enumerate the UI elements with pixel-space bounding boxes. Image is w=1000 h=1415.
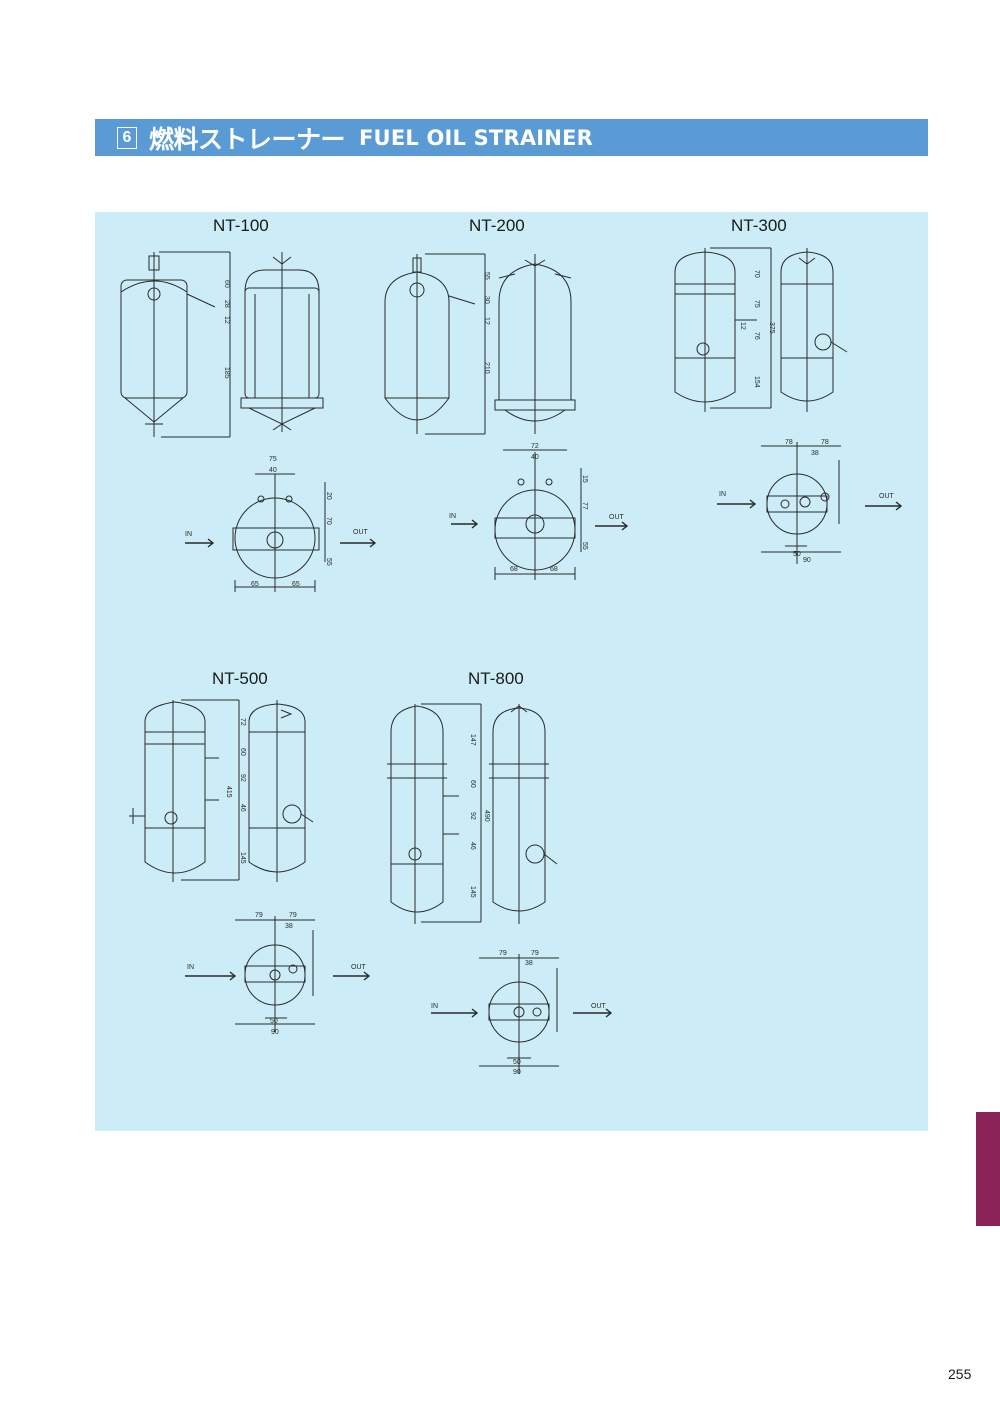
- svg-text:79: 79: [499, 950, 507, 957]
- svg-text:72: 72: [531, 443, 539, 450]
- svg-text:46: 46: [239, 804, 246, 812]
- svg-text:50: 50: [793, 551, 801, 558]
- svg-text:75: 75: [753, 300, 760, 308]
- model-label-nt-500: NT-500: [212, 669, 268, 688]
- model-label-nt-300: NT-300: [731, 216, 787, 235]
- svg-text:415: 415: [225, 786, 232, 798]
- nt-300-plan: [717, 442, 903, 564]
- nt-200-plan: [451, 449, 629, 580]
- section-number: 6: [117, 126, 137, 149]
- svg-text:30: 30: [483, 296, 490, 304]
- svg-text:50: 50: [270, 1018, 278, 1025]
- svg-text:145: 145: [239, 852, 246, 864]
- svg-text:210: 210: [483, 362, 490, 374]
- drawings-panel: NT-100 NT-200 NT-300 NT-500 NT-800 60 28…: [95, 212, 928, 1131]
- svg-text:15: 15: [581, 475, 588, 483]
- nt-300-in-label: IN: [719, 491, 726, 498]
- svg-text:70: 70: [753, 270, 760, 278]
- svg-text:50: 50: [513, 1059, 521, 1066]
- svg-text:77: 77: [581, 502, 588, 510]
- svg-text:38: 38: [811, 450, 819, 457]
- svg-text:20: 20: [325, 492, 332, 500]
- svg-text:490: 490: [483, 810, 490, 822]
- svg-text:154: 154: [753, 376, 760, 388]
- nt-500-in-label: IN: [187, 964, 194, 971]
- svg-text:55: 55: [325, 558, 332, 566]
- nt-500-elevation: [129, 699, 314, 882]
- svg-text:55: 55: [483, 272, 490, 280]
- chapter-side-tab: [976, 1112, 1000, 1226]
- svg-text:68: 68: [550, 566, 558, 573]
- svg-text:185: 185: [223, 367, 230, 379]
- nt-800-in-label: IN: [431, 1003, 438, 1010]
- svg-text:75: 75: [269, 456, 277, 463]
- svg-text:147: 147: [469, 734, 476, 746]
- page-number: 255: [948, 1366, 972, 1382]
- svg-text:38: 38: [285, 923, 293, 930]
- svg-text:79: 79: [531, 950, 539, 957]
- svg-text:12: 12: [483, 317, 490, 325]
- section-header: 6 燃料ストレーナー FUEL OIL STRAINER: [95, 119, 928, 156]
- svg-text:12: 12: [223, 316, 230, 324]
- nt-800-elevation: [387, 703, 558, 924]
- section-title-jp: 燃料ストレーナー: [149, 124, 346, 154]
- svg-text:65: 65: [292, 581, 300, 588]
- svg-text:92: 92: [239, 774, 246, 782]
- nt-100-in-label: IN: [185, 531, 192, 538]
- svg-text:79: 79: [255, 912, 263, 919]
- svg-text:38: 38: [525, 960, 533, 967]
- svg-text:90: 90: [803, 557, 811, 564]
- svg-text:60: 60: [469, 780, 476, 788]
- nt-500-plan: [185, 916, 371, 1032]
- svg-text:79: 79: [289, 912, 297, 919]
- svg-text:60: 60: [239, 748, 246, 756]
- nt-100-out-label: OUT: [353, 529, 369, 536]
- nt-200-in-label: IN: [449, 513, 456, 520]
- svg-text:78: 78: [785, 439, 793, 446]
- svg-text:12: 12: [739, 322, 746, 330]
- svg-text:65: 65: [251, 581, 259, 588]
- nt-100-elevation: [120, 251, 324, 438]
- svg-text:92: 92: [469, 812, 476, 820]
- nt-500-out-label: OUT: [351, 964, 367, 971]
- svg-text:60: 60: [223, 280, 230, 288]
- svg-text:70: 70: [325, 517, 332, 525]
- svg-text:76: 76: [753, 332, 760, 340]
- svg-text:145: 145: [469, 886, 476, 898]
- nt-200-elevation: [384, 253, 576, 435]
- svg-text:78: 78: [821, 439, 829, 446]
- svg-text:55: 55: [581, 542, 588, 550]
- model-label-nt-200: NT-200: [469, 216, 525, 235]
- model-label-nt-800: NT-800: [468, 669, 524, 688]
- svg-text:46: 46: [469, 842, 476, 850]
- nt-200-out-label: OUT: [609, 514, 625, 521]
- svg-text:72: 72: [239, 718, 246, 726]
- nt-300-out-label: OUT: [879, 493, 895, 500]
- nt-800-plan: [431, 954, 613, 1074]
- model-label-nt-100: NT-100: [213, 216, 269, 235]
- svg-text:28: 28: [223, 300, 230, 308]
- svg-text:40: 40: [531, 454, 539, 461]
- nt-300-elevation: [674, 247, 848, 412]
- svg-text:90: 90: [271, 1029, 279, 1036]
- svg-text:68: 68: [510, 566, 518, 573]
- section-title-en: FUEL OIL STRAINER: [359, 125, 593, 150]
- nt-100-plan: [185, 473, 377, 592]
- svg-text:90: 90: [513, 1069, 521, 1076]
- strainer-drawings: 60 28 12 185 55 30 12 210 70 75 76 154 3…: [120, 247, 903, 1076]
- svg-text:40: 40: [269, 467, 277, 474]
- nt-800-out-label: OUT: [591, 1003, 607, 1010]
